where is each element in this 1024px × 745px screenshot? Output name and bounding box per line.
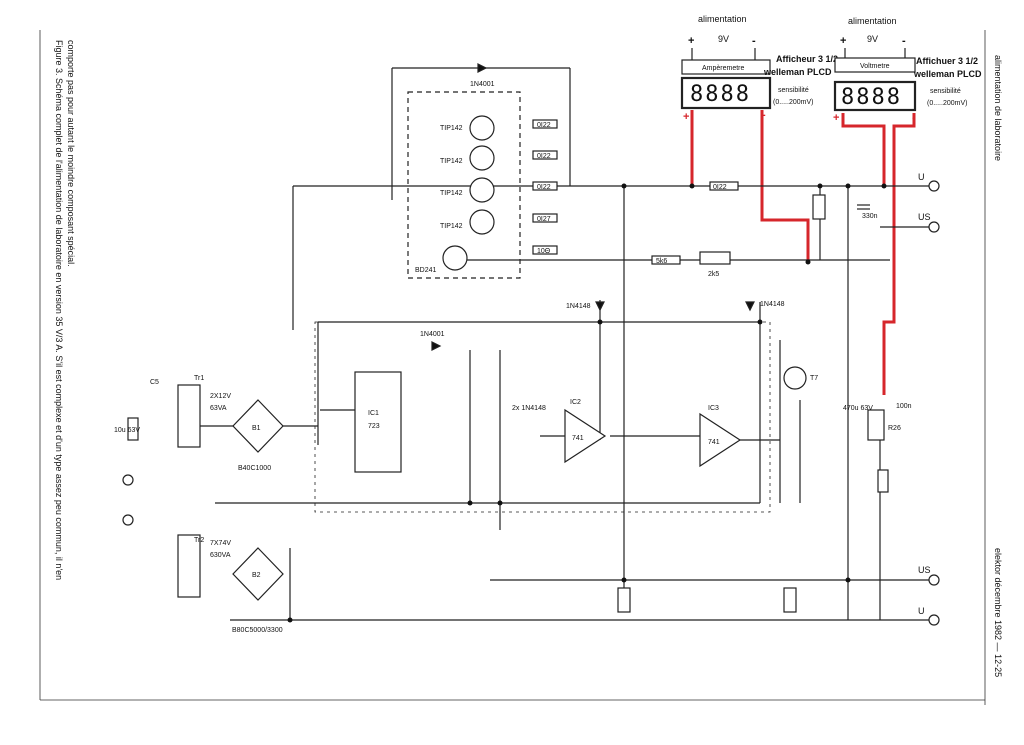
r17-value: 10Θ	[537, 248, 551, 255]
display1-digits: 8888	[690, 82, 751, 107]
d2-d3-label: 2x 1N4148	[512, 405, 546, 412]
bridges: B1 B40C1000 B2 B80C5000/3300	[232, 399, 284, 634]
c11-value: 100n	[896, 403, 912, 410]
junction-dots	[287, 183, 887, 623]
ic2-type: 741	[572, 435, 584, 442]
r19-value: 0Ι22	[537, 184, 551, 191]
d1-label: 1N4001	[420, 331, 445, 338]
display1-supply-label: alimentation	[698, 14, 747, 24]
integrated-circuits: IC1 723 IC2 741 IC3 741	[354, 371, 742, 473]
tr1-voltage: 2X12V	[210, 393, 231, 400]
terminal-u-top-label: U	[918, 172, 925, 182]
transformers: Tr1 2X12V 63VA Tr2 7X74V 630VA	[177, 375, 231, 598]
display1-sens-value: (0.....200mV)	[773, 99, 813, 106]
t6-type: TIP142	[440, 125, 463, 132]
display2-sens-value: (0.....200mV)	[927, 100, 967, 107]
d5-label: 1N4148	[760, 301, 785, 308]
terminal-u-bottom[interactable]	[928, 614, 940, 626]
display2-sens-label: sensibilité	[930, 88, 961, 95]
display1-in-minus: -	[762, 109, 766, 121]
misc-components: T7 R26 10u 63V C5 2k5 330n 470u 63V 100n	[114, 204, 912, 613]
p4-value: R26	[888, 425, 901, 432]
margin-title-text: alimentation de laboratoire	[993, 55, 1003, 161]
terminal-us-bottom-label: US	[918, 565, 931, 575]
display2-voltage: 9V	[867, 34, 878, 44]
display1-voltage: 9V	[718, 34, 729, 44]
emitter-resistors: 0Ι22 0Ι22 0Ι22 0Ι27 10Θ 0Ι22 5k6	[532, 119, 826, 265]
output-terminals: U US US U	[918, 172, 940, 626]
ic1-label: IC1	[368, 410, 379, 417]
s1-label: C5	[150, 379, 159, 386]
d4-label: 1N4148	[566, 303, 591, 310]
t3-type: TIP142	[440, 223, 463, 230]
display-ammeter: alimentation + 9V - Ampèremetre 8888 Aff…	[680, 14, 838, 123]
power-transistors: TIP142 TIP142 TIP142 TIP142 BD241	[415, 115, 495, 274]
display1-title: Afficheur 3 1/2	[776, 54, 838, 64]
p3-value: 2k5	[708, 271, 719, 278]
display1-meter-label: Ampèremetre	[702, 65, 745, 72]
display2-title: Affichuer 3 1/2	[916, 56, 978, 66]
ic1-type: 723	[368, 423, 380, 430]
r20-value: 0Ι22	[537, 153, 551, 160]
caption-line-2: comporte pas pour autant le moindre comp…	[66, 40, 76, 267]
terminal-u-top[interactable]	[928, 180, 940, 192]
c10-value: 470u 63V	[843, 405, 873, 412]
t5-type: TIP142	[440, 158, 463, 165]
t2-type: BD241	[415, 267, 437, 274]
display1-sens-label: sensibilité	[778, 87, 809, 94]
tr2-power: 630VA	[210, 552, 231, 559]
display2-plus: +	[840, 35, 846, 47]
b1-type: B40C1000	[238, 465, 271, 472]
d8-label: 1N4001	[470, 81, 495, 88]
display2-minus: -	[902, 35, 906, 47]
t4-type: TIP142	[440, 190, 463, 197]
t7-type: T7	[810, 375, 818, 382]
wiring	[200, 67, 930, 621]
diodes: 1N4001 1N4001 1N4148 1N4148 2x 1N4148	[420, 63, 785, 412]
tr2-label: Tr2	[194, 537, 204, 544]
display-voltmeter: alimentation + 9V - Voltmetre 8888 Affic…	[833, 16, 982, 124]
r21-value: 0Ι22	[537, 122, 551, 129]
terminal-us-top[interactable]	[928, 221, 940, 233]
power-stage-dashed-box	[407, 91, 521, 279]
right-margin-title: alimentation de laboratoire	[993, 55, 1003, 161]
right-margin-footer: elektor décembre 1982 — 12-25	[993, 548, 1003, 677]
ic2-label: IC2	[570, 399, 581, 406]
terminal-u-bottom-label: U	[918, 606, 925, 616]
margin-footer-text: elektor décembre 1982 — 12-25	[993, 548, 1003, 677]
caption-line-1: Figure 3. Schéma complet de l'alimentati…	[54, 40, 64, 580]
c9-value: 330n	[862, 213, 878, 220]
display2-supply-label: alimentation	[848, 16, 897, 26]
display2-digits: 8888	[841, 85, 902, 110]
display2-meter-label: Voltmetre	[860, 63, 890, 70]
figure-caption: Figure 3. Schéma complet de l'alimentati…	[54, 40, 76, 580]
red-meter-wiring	[690, 110, 916, 395]
b2-type: B80C5000/3300	[232, 627, 283, 634]
tr1-label: Tr1	[194, 375, 204, 382]
f1-label: 10u 63V	[114, 427, 140, 434]
display1-minus: -	[752, 35, 756, 47]
r22-value: 0Ι22	[713, 184, 727, 191]
terminal-us-bottom[interactable]	[928, 574, 940, 586]
display2-in-plus: +	[833, 112, 839, 124]
display1-plus: +	[688, 35, 694, 47]
display1-in-plus: +	[683, 111, 689, 123]
r25-value: 5k6	[656, 258, 667, 265]
r18-value: 0Ι27	[537, 216, 551, 223]
b1-label: B1	[252, 425, 261, 432]
tr1-power: 63VA	[210, 405, 227, 412]
display1-brand: welleman PLCD	[763, 67, 832, 77]
display2-brand: welleman PLCD	[913, 69, 982, 79]
ic3-type: 741	[708, 439, 720, 446]
b2-label: B2	[252, 572, 261, 579]
tr2-voltage: 7X74V	[210, 540, 231, 547]
ic3-label: IC3	[708, 405, 719, 412]
terminal-us-top-label: US	[918, 212, 931, 222]
